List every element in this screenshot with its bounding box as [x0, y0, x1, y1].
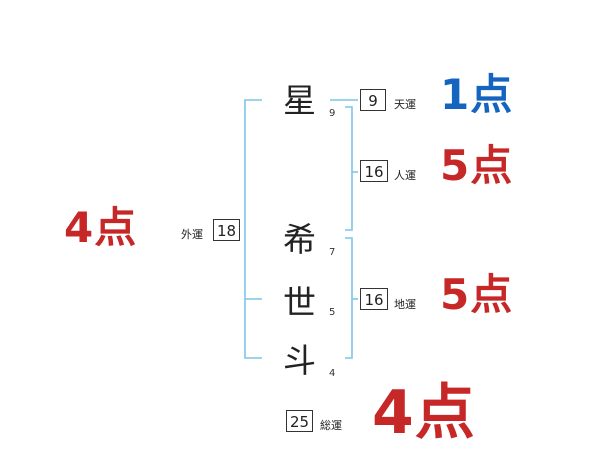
jin-label: 人運 — [394, 169, 416, 182]
gai-label: 外運 — [181, 228, 203, 241]
outer-bracket — [244, 99, 262, 359]
chi-value-box: 16 — [360, 288, 388, 310]
name-char-3: 世 — [283, 283, 316, 322]
name-char-1: 星 — [283, 81, 316, 120]
stroke-count-1: 9 — [329, 108, 336, 119]
stroke-count-4: 4 — [329, 368, 336, 379]
ten-value-box: 9 — [360, 89, 386, 111]
jin-value-box: 16 — [360, 160, 388, 182]
ten-score: 1点 — [440, 70, 514, 119]
gai-value-box: 18 — [213, 219, 240, 241]
name-char-4: 斗 — [283, 341, 316, 380]
chi-bracket — [345, 237, 353, 359]
stroke-count-3: 5 — [329, 307, 336, 318]
name-char-2: 希 — [283, 220, 316, 259]
sou-score: 4点 — [372, 378, 476, 448]
gai-score: 4点 — [64, 203, 138, 252]
stroke-count-2: 7 — [329, 247, 336, 258]
sou-value-box: 25 — [286, 410, 313, 432]
jin-bracket — [345, 106, 353, 231]
jin-score: 5点 — [440, 141, 514, 190]
chi-score: 5点 — [440, 270, 514, 319]
sou-label: 総運 — [320, 419, 342, 432]
chi-label: 地運 — [394, 298, 416, 311]
ten-label: 天運 — [394, 98, 416, 111]
